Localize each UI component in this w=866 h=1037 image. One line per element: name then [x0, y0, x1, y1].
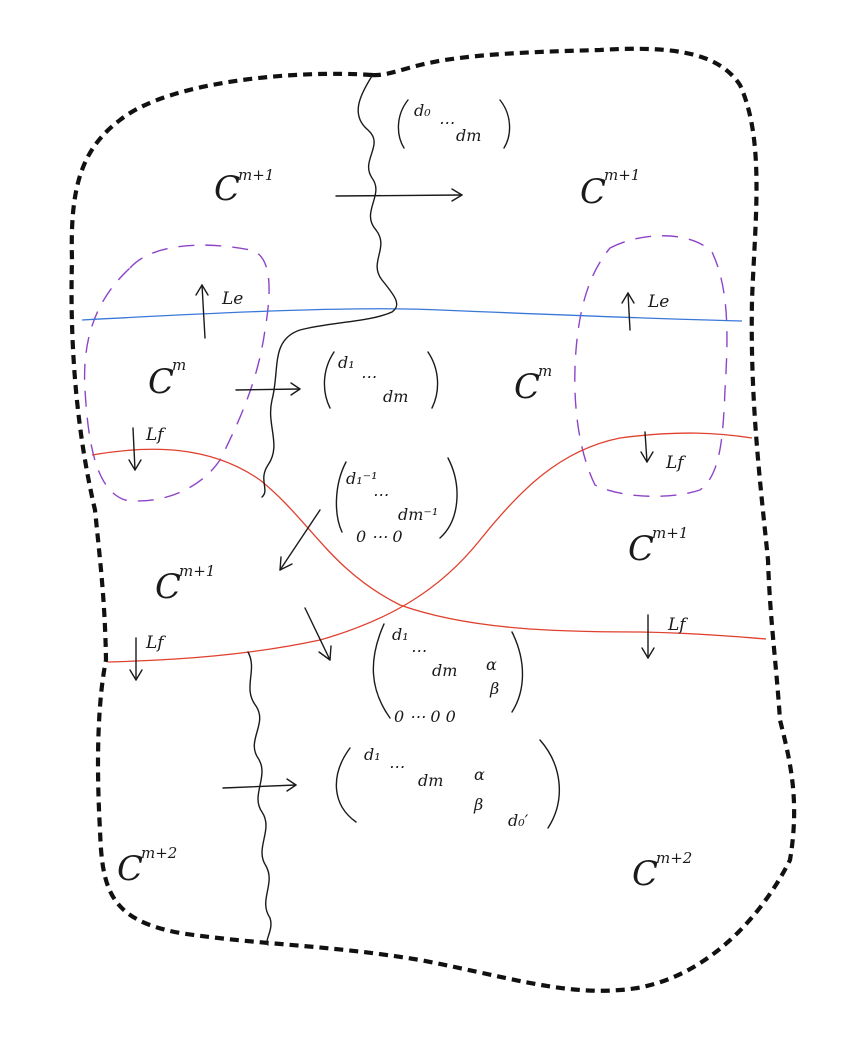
region-label-lower-left: C m+1 — [155, 562, 215, 607]
arrow-up-left-le — [195, 284, 209, 339]
svg-text:⋯: ⋯ — [360, 367, 376, 386]
region-label-mid-left: C m — [148, 356, 186, 402]
svg-text:dm⁻¹: dm⁻¹ — [398, 505, 438, 524]
arrow-down-left-upper-lf — [128, 427, 142, 471]
svg-text:m: m — [538, 362, 552, 380]
region-label-bottom-left: C m+2 — [117, 844, 177, 889]
svg-text:⋯: ⋯ — [438, 113, 454, 132]
red-curve-ascending — [107, 432, 753, 663]
svg-text:0 ⋯ 0: 0 ⋯ 0 — [356, 527, 403, 546]
svg-text:C: C — [628, 529, 654, 569]
arrow-right-middle — [235, 382, 301, 396]
le-label-right: Le — [647, 292, 669, 312]
svg-text:⋯: ⋯ — [388, 757, 404, 776]
wavy-cut-lower — [247, 651, 272, 946]
svg-text:C: C — [214, 169, 240, 209]
svg-text:C: C — [580, 172, 606, 212]
arrow-right-top — [335, 188, 463, 202]
svg-text:m+1: m+1 — [604, 166, 640, 184]
svg-text:dm: dm — [418, 771, 443, 790]
arrow-up-right-le — [621, 292, 635, 331]
svg-text:d₀′: d₀′ — [508, 811, 529, 830]
svg-text:C: C — [632, 854, 658, 894]
lf-label-left-upper: Lf — [145, 425, 166, 445]
lf-label-right-lower: Lf — [667, 615, 688, 635]
svg-text:C: C — [117, 849, 143, 889]
svg-text:α: α — [474, 765, 485, 784]
svg-text:C: C — [155, 567, 181, 607]
svg-text:m+2: m+2 — [141, 844, 177, 862]
svg-text:d₁: d₁ — [392, 625, 409, 644]
svg-text:d₁: d₁ — [338, 353, 355, 372]
le-label-left: Le — [221, 289, 243, 309]
svg-text:m+1: m+1 — [652, 524, 688, 542]
red-curve-descending — [91, 448, 767, 640]
svg-text:d₁⁻¹: d₁⁻¹ — [346, 469, 378, 488]
blue-line — [81, 308, 743, 322]
wavy-cut-upper — [261, 75, 398, 498]
svg-text:⋯: ⋯ — [410, 641, 426, 660]
matrix-middle: d₁ ⋯ dm — [323, 351, 439, 409]
arrow-diagonal-down-left — [279, 509, 321, 571]
region-label-bottom-right: C m+2 — [632, 849, 692, 894]
svg-text:m+1: m+1 — [179, 562, 215, 580]
matrix-inverse: d₁⁻¹ ⋯ dm⁻¹ 0 ⋯ 0 — [335, 457, 458, 546]
svg-text:0 ⋯ 0 0: 0 ⋯ 0 0 — [394, 707, 456, 726]
svg-text:α: α — [486, 655, 497, 674]
svg-text:C: C — [148, 362, 174, 402]
lf-label-left-lower: Lf — [145, 633, 166, 653]
svg-text:dm: dm — [456, 126, 481, 145]
region-label-mid-right: C m — [514, 362, 552, 407]
svg-text:dm: dm — [432, 661, 457, 680]
svg-text:β: β — [489, 679, 499, 698]
svg-text:m: m — [172, 356, 186, 374]
lf-label-right-upper: Lf — [665, 453, 686, 473]
region-label-lower-right: C m+1 — [628, 524, 688, 569]
arrow-diagonal-down-right — [304, 607, 332, 661]
matrix-final: d₁ ⋯ dm α β d₀′ — [335, 739, 560, 830]
arrow-down-left-lower-lf — [129, 637, 143, 681]
matrix-extended: d₁ ⋯ dm α β 0 ⋯ 0 0 — [372, 623, 524, 726]
svg-text:β: β — [473, 795, 483, 814]
svg-text:⋯: ⋯ — [372, 485, 388, 504]
dashed-boundary — [69, 46, 797, 993]
svg-text:d₀: d₀ — [414, 101, 431, 120]
purple-dashed-loop-right — [574, 235, 728, 497]
arrow-down-right-upper-lf — [640, 431, 654, 463]
region-label-top-right: C m+1 — [580, 166, 640, 212]
svg-text:m+1: m+1 — [238, 166, 274, 184]
svg-text:C: C — [514, 367, 540, 407]
arrow-down-right-lower-lf — [641, 614, 655, 659]
svg-text:dm: dm — [383, 387, 408, 406]
svg-text:d₁: d₁ — [364, 745, 381, 764]
svg-text:m+2: m+2 — [656, 849, 692, 867]
region-label-top-left: C m+1 — [214, 166, 274, 209]
arrow-right-bottom — [222, 778, 297, 792]
matrix-top: d₀ ⋯ dm — [397, 99, 511, 149]
